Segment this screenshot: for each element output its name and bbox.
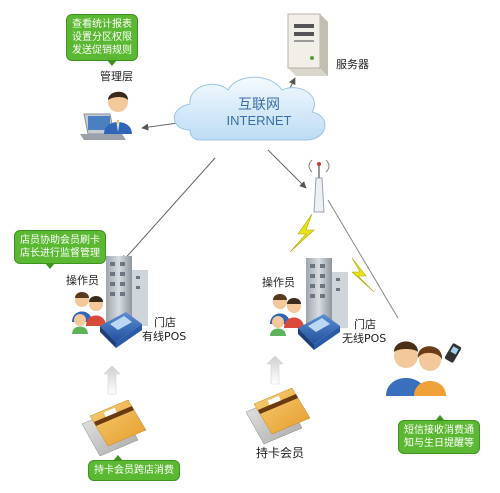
- cross-store-callout: 持卡会员跨店消费: [88, 455, 180, 481]
- wireless-pos-label-1: 门店: [354, 318, 376, 331]
- link-cloud-wired-pos: [121, 157, 216, 263]
- wireless-antenna-icon: [308, 159, 330, 213]
- store-building-icon: [106, 256, 148, 326]
- management-label: 管理层: [100, 70, 133, 83]
- link-antenna-members: [327, 199, 399, 319]
- management-callout-line: 查看统计报表: [72, 19, 132, 30]
- sms-callout: 短信接收消费通 知与生日提醒等: [398, 415, 480, 454]
- link-cloud-server: [289, 77, 296, 89]
- sms-callout-line: 知与生日提醒等: [404, 438, 474, 449]
- internet-label: 互联网 INTERNET: [214, 97, 304, 129]
- management-callout-line: 发送促销规则: [72, 45, 132, 56]
- operators-icon-2: [270, 294, 304, 336]
- wireless-pos-label-2: 无线POS: [342, 332, 387, 345]
- wired-pos-terminal-icon: [100, 312, 142, 348]
- cross-store-callout-line: 持卡会员跨店消费: [94, 465, 174, 476]
- store-callout-line: 店长进行监督管理: [20, 248, 100, 259]
- sms-callout-line: 短信接收消费通: [404, 425, 474, 436]
- cardholder-label: 持卡会员: [256, 446, 305, 460]
- manager-icon: [80, 91, 132, 140]
- member-cards-icon-2: [245, 387, 311, 445]
- server-icon: [287, 13, 328, 76]
- management-callout: 查看统计报表 设置分区权限 发送促销规则: [66, 14, 138, 66]
- operators-icon: [72, 292, 106, 334]
- management-callout-line: 设置分区权限: [72, 32, 132, 43]
- wired-pos-label-2: 有线POS: [142, 330, 187, 343]
- wired-operator-label: 操作员: [66, 274, 99, 287]
- server-label: 服务器: [336, 58, 369, 71]
- link-cloud-antenna: [267, 149, 307, 189]
- lightning-icon: [289, 213, 375, 293]
- store-callout: 店员协助会员刷卡 店长进行监督管理: [14, 230, 106, 269]
- wireless-pos-terminal-icon: [298, 314, 340, 350]
- member-cards-icon: [81, 399, 147, 457]
- store-callout-line: 店员协助会员刷卡: [20, 235, 100, 246]
- sms-members-icon: [386, 341, 462, 396]
- up-arrow-icon: [103, 355, 284, 395]
- wired-pos-label-1: 门店: [154, 316, 176, 329]
- store-building-icon-2: [306, 258, 348, 328]
- wireless-operator-label: 操作员: [262, 276, 295, 289]
- internet-cloud: [173, 76, 326, 141]
- internet-label-cn: 互联网: [238, 97, 280, 113]
- internet-label-en: INTERNET: [226, 113, 292, 128]
